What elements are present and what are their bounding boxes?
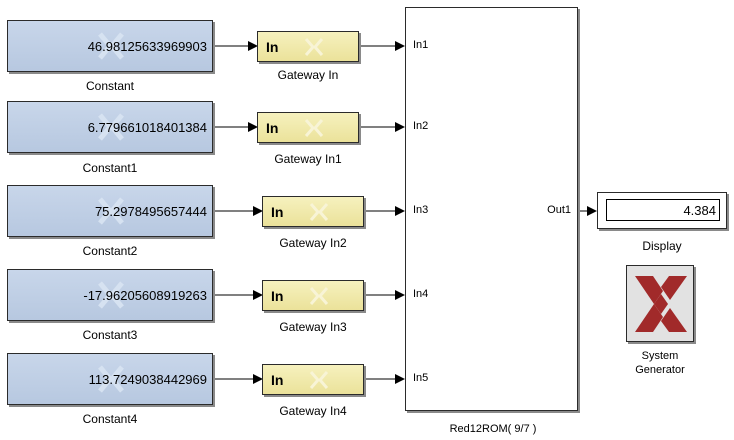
constant-watermark-icon [98, 281, 124, 309]
gateway-in-port-text: In [266, 38, 279, 55]
gateway-in4-block[interactable]: In [262, 364, 364, 395]
gateway-in3-block[interactable]: In [262, 280, 364, 311]
constant-value: 46.98125633969903 [87, 38, 207, 54]
gateway-in3-label: Gateway In3 [279, 320, 347, 334]
xilinx-watermark-icon [309, 371, 329, 389]
constant2-value: 75.2978495657444 [94, 203, 207, 219]
gateway-in4-port-text: In [271, 371, 284, 388]
rom-input-port-in1: In1 [413, 39, 429, 51]
xilinx-watermark-icon [309, 203, 329, 221]
system-generator-label: System Generator [610, 349, 710, 377]
gateway-in-label: Gateway In [277, 68, 339, 82]
gateway-in4-label: Gateway In4 [279, 404, 347, 418]
constant1-label: Constant1 [82, 161, 138, 175]
rom-output-port-out1: Out1 [547, 204, 571, 216]
constant2-block[interactable]: 75.2978495657444 [7, 185, 213, 237]
constant1-value: 6.779661018401384 [87, 119, 207, 135]
constant-watermark-icon [98, 113, 124, 141]
gateway-in-block[interactable]: In [257, 31, 359, 62]
constant-block[interactable]: 46.98125633969903 [7, 20, 213, 72]
rom-input-port-in5: In5 [413, 372, 429, 384]
rom-input-port-in4: In4 [413, 288, 429, 300]
system-generator-block[interactable] [626, 265, 694, 342]
display-value: 4.384 [606, 199, 720, 221]
constant-label: Constant [85, 79, 135, 93]
constant3-value: -17.96205608919263 [83, 287, 207, 303]
rom-block-label: Red12ROM( 9/7 ) [449, 423, 537, 435]
gateway-in2-port-text: In [271, 203, 284, 220]
rom-input-port-in3: In3 [413, 204, 429, 216]
gateway-in1-label: Gateway In1 [274, 152, 342, 166]
xilinx-logo-icon [635, 276, 687, 332]
gateway-in2-label: Gateway In2 [279, 236, 347, 250]
gateway-in3-port-text: In [271, 287, 284, 304]
constant3-label: Constant3 [82, 328, 138, 342]
system-generator-label-line2: Generator [635, 364, 685, 376]
constant3-block[interactable]: -17.96205608919263 [7, 269, 213, 321]
constant1-block[interactable]: 6.779661018401384 [7, 101, 213, 153]
constant-watermark-icon [98, 197, 124, 225]
constant4-block[interactable]: 113.7249038442969 [7, 353, 213, 405]
rom-input-port-in2: In2 [413, 120, 429, 132]
xilinx-watermark-icon [309, 287, 329, 305]
constant2-label: Constant2 [82, 244, 138, 258]
xilinx-watermark-icon [304, 38, 324, 56]
xilinx-watermark-icon [304, 119, 324, 137]
constant-watermark-icon [98, 32, 124, 60]
gateway-in2-block[interactable]: In [262, 196, 364, 227]
display-block[interactable]: 4.384 [597, 192, 727, 229]
system-generator-label-line1: System [641, 350, 679, 362]
constant4-value: 113.7249038442969 [88, 371, 207, 387]
display-label: Display [642, 239, 682, 253]
constant-watermark-icon [98, 365, 124, 393]
rom-block[interactable]: In1 In2 In3 In4 In5 Out1 [405, 7, 578, 411]
gateway-in1-block[interactable]: In [257, 112, 359, 143]
constant4-label: Constant4 [82, 412, 138, 426]
gateway-in1-port-text: In [266, 119, 279, 136]
